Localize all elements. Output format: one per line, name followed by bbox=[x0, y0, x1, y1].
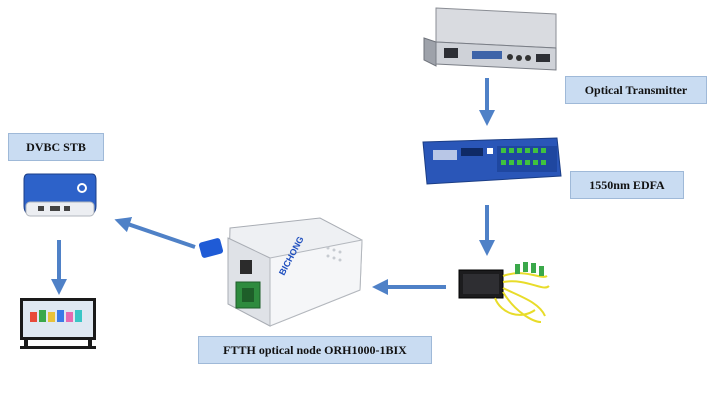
arrow-node-to-stb bbox=[114, 217, 196, 249]
television-device bbox=[20, 298, 96, 349]
fiber-splitter-device bbox=[458, 262, 550, 323]
label-optical-transmitter: Optical Transmitter bbox=[565, 76, 707, 104]
ftth-optical-node-device: BICHONG bbox=[198, 217, 363, 327]
optical-transmitter-device bbox=[423, 7, 557, 71]
label-ftth-optical-node: FTTH optical node ORH1000-1BIX bbox=[198, 336, 432, 364]
edfa-device bbox=[422, 137, 562, 185]
label-1550nm-edfa: 1550nm EDFA bbox=[570, 171, 684, 199]
label-dvbc-stb: DVBC STB bbox=[8, 133, 104, 161]
dvbc-stb-device bbox=[23, 173, 97, 217]
